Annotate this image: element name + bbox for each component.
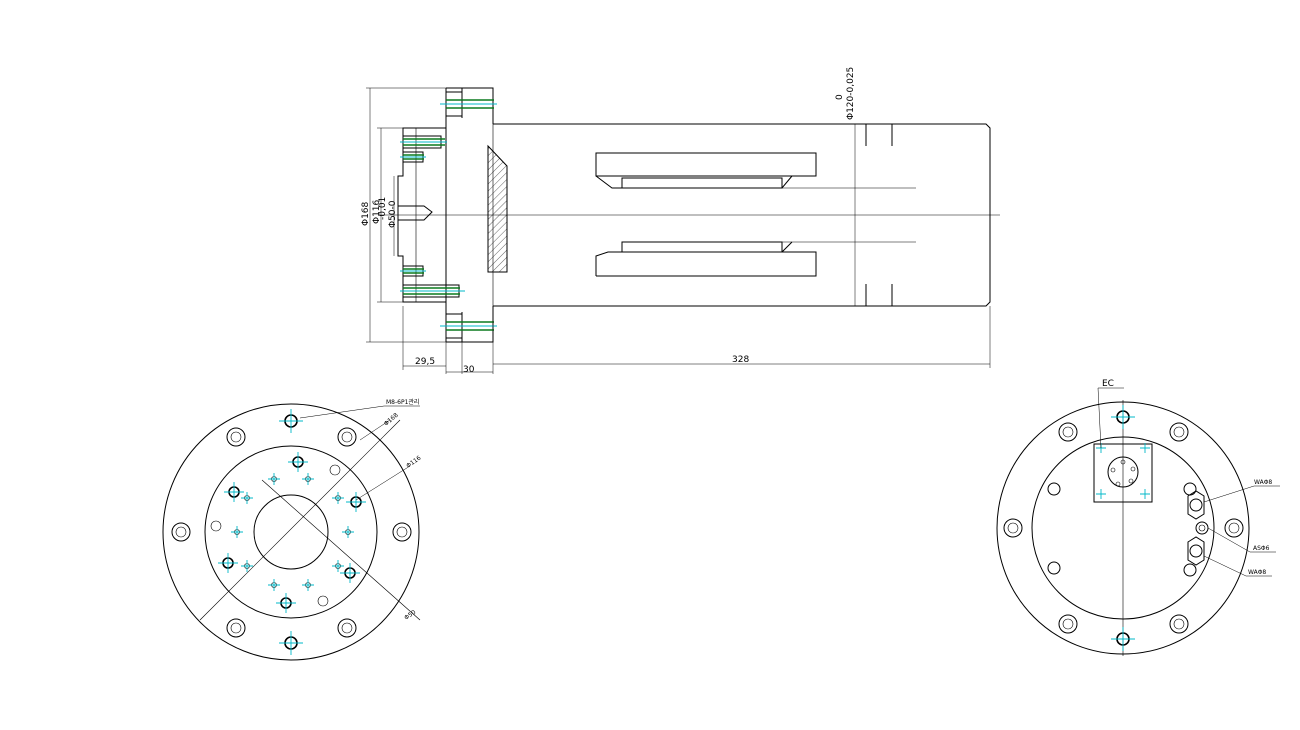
rear-view: EC WAΦ8 ASΦ6 WAΦ8: [996, 379, 1280, 656]
dim-shaft-tol: 0: [835, 94, 845, 100]
side-view: Φ168 Φ116 -0,01 Φ50-0 0 Φ120-0,025 29,5 …: [361, 67, 1000, 375]
rear-thread-holes: [1111, 405, 1135, 651]
label-wa-bottom: WAΦ8: [1248, 569, 1266, 576]
dim-tolerance: -0,01: [378, 197, 388, 220]
callout-50: Φ50: [403, 609, 417, 622]
ec-connector: EC: [1093, 379, 1153, 503]
dim-length-b: 30: [463, 365, 475, 375]
label-ec: EC: [1102, 379, 1114, 389]
dim-length-a: 29,5: [415, 357, 435, 367]
rear-outer-holes: [1003, 422, 1244, 634]
callout-168: Φ168: [383, 412, 400, 428]
label-as: ASΦ6: [1253, 545, 1270, 552]
inner-holes: [210, 456, 362, 609]
callout-116: Φ116: [405, 455, 422, 470]
label-wa-top: WAΦ8: [1254, 479, 1272, 486]
rear-inner-holes: [1047, 482, 1197, 577]
fittings: [1187, 490, 1209, 566]
dim-outer-dia: Φ168: [361, 201, 371, 226]
thread-holes: [279, 409, 303, 655]
dim-bore: Φ50-0: [388, 200, 398, 228]
callout-tap: M8-6P1관리: [386, 398, 419, 406]
dim-length-c: 328: [732, 355, 749, 365]
center-marks: [218, 452, 366, 613]
outer-holes: [171, 427, 412, 638]
front-view: M8-6P1관리 Φ168 Φ116 Φ50: [162, 398, 423, 661]
dim-shaft-dia: Φ120-0,025: [846, 67, 856, 120]
dim-mid-dia: Φ116: [372, 199, 382, 224]
